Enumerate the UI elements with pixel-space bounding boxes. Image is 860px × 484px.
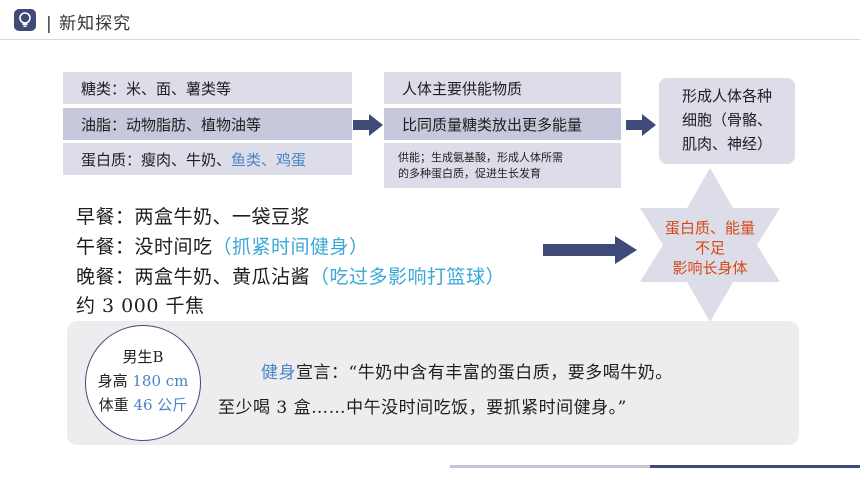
result-box: 形成人体各种 细胞（骨骼、 肌肉、神经） [659, 78, 795, 164]
nutrient-carbs-text: 米、面、薯类等 [126, 79, 232, 98]
declaration-keyword: 健身 [261, 363, 296, 383]
nutrient-fats-text: 动物脂肪、植物油等 [126, 115, 262, 134]
nutrient-protein-label: 蛋白质： [81, 150, 142, 169]
function-protein-line1: 供能；生成氨基酸，形成人体所需 [398, 151, 563, 164]
lightbulb-logo-icon [14, 9, 36, 31]
meal-dinner-note: （吃过多影响打篮球） [310, 266, 506, 288]
nutrient-protein-text: 瘦肉、牛奶、 [141, 150, 232, 169]
student-height-value: 180 cm [132, 372, 189, 390]
meal-dinner-text: 晚餐：两盒牛奶、黄瓜沾酱 [76, 266, 311, 288]
student-profile-circle: 男生B 身高 180 cm 体重 46 公斤 [85, 325, 201, 441]
nutrient-carbs-label: 糖类： [81, 79, 127, 98]
header-divider [0, 39, 860, 40]
declaration-line2-text: 至少喝 3 盒……中午没时间吃饭，要抓紧时间健身。” [218, 398, 627, 418]
function-fats: 比同质量糖类放出更多能量 [384, 108, 621, 140]
meal-lunch: 午餐：没时间吃（抓紧时间健身） [76, 232, 369, 259]
declaration-line2: 至少喝 3 盒……中午没时间吃饭，要抓紧时间健身。” [218, 393, 627, 418]
nutrient-carbs: 糖类： 米、面、薯类等 [63, 72, 352, 104]
footer-bar-dark [650, 465, 860, 468]
meal-lunch-note: （抓紧时间健身） [212, 236, 369, 258]
student-weight-label: 体重 [98, 396, 134, 414]
meal-total-energy: 约 3 000 千焦 [76, 295, 205, 317]
nutrient-fats: 油脂： 动物脂肪、植物油等 [63, 108, 352, 140]
nutrient-protein: 蛋白质： 瘦肉、牛奶、 鱼类、鸡蛋 [63, 143, 352, 175]
star-text: 蛋白质、能量 不足 影响长身体 [636, 218, 784, 278]
nutrient-fats-label: 油脂： [81, 115, 127, 134]
arrow-right-icon [543, 236, 637, 264]
star-line2: 不足 [694, 239, 725, 257]
meal-breakfast-text: 早餐：两盒牛奶、一袋豆浆 [76, 206, 311, 228]
function-carbs: 人体主要供能物质 [384, 72, 621, 104]
nutrient-protein-highlight: 鱼类、鸡蛋 [231, 150, 307, 169]
function-protein-line2: 的多种蛋白质，促进生长发育 [398, 167, 541, 180]
arrow-right-icon [626, 114, 656, 136]
student-height-label: 身高 [97, 372, 133, 390]
arrow-right-icon [353, 114, 383, 136]
result-line1: 形成人体各种 [681, 87, 772, 105]
result-line2: 细胞（骨骼、 [681, 111, 772, 129]
student-weight-value: 46 公斤 [133, 396, 188, 414]
result-line3: 肌肉、神经） [681, 135, 772, 153]
function-fats-text: 比同质量糖类放出更多能量 [402, 115, 583, 134]
footer-bar-light [450, 465, 650, 468]
function-protein: 供能；生成氨基酸，形成人体所需 的多种蛋白质，促进生长发育 [384, 143, 621, 188]
student-height: 身高 180 cm [86, 369, 200, 393]
meal-lunch-text: 午餐：没时间吃 [76, 236, 213, 258]
page-title: | 新知探究 [46, 14, 132, 34]
star-line1: 蛋白质、能量 [664, 219, 755, 237]
declaration-line1: 健身宣言：“牛奶中含有丰富的蛋白质，要多喝牛奶。 [261, 358, 673, 383]
student-weight: 体重 46 公斤 [86, 393, 200, 417]
student-name: 男生B [122, 348, 164, 366]
star-line3: 影响长身体 [672, 259, 748, 277]
meal-dinner: 晚餐：两盒牛奶、黄瓜沾酱（吃过多影响打篮球） [76, 262, 505, 289]
star-shape [640, 168, 780, 322]
function-carbs-text: 人体主要供能物质 [402, 79, 523, 98]
meal-breakfast: 早餐：两盒牛奶、一袋豆浆 [76, 202, 310, 229]
declaration-line1-text: 宣言：“牛奶中含有丰富的蛋白质，要多喝牛奶。 [296, 363, 673, 383]
